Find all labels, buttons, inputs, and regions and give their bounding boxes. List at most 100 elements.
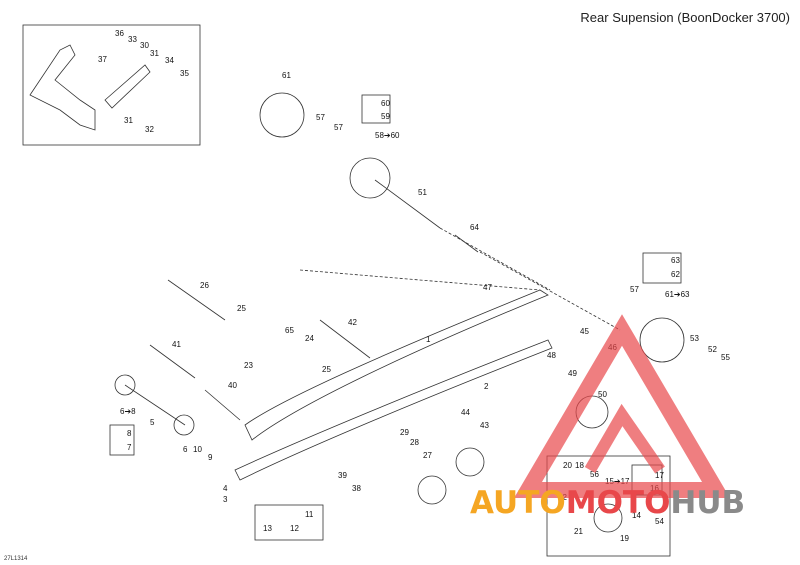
callout-label: 17 bbox=[655, 471, 664, 480]
wheel-6 bbox=[114, 374, 136, 396]
callout-label: 53 bbox=[690, 334, 699, 343]
wheel-left-27 bbox=[417, 475, 447, 505]
callout-label: 34 bbox=[165, 56, 174, 65]
callout-label: 28 bbox=[410, 438, 419, 447]
rail-left bbox=[244, 289, 549, 441]
callout-label: 49 bbox=[568, 369, 577, 378]
wheel-21 bbox=[593, 503, 623, 533]
callout-label: 21 bbox=[574, 527, 583, 536]
watermark-text-auto: AUTOMOTOHUB bbox=[470, 485, 745, 521]
callout-label: 64 bbox=[470, 223, 479, 232]
inset-box-upper-arm bbox=[22, 24, 201, 146]
callout-label: 61➔63 bbox=[665, 290, 690, 299]
callout-label: 13 bbox=[263, 524, 272, 533]
inset-box-wheel-option bbox=[546, 455, 671, 557]
callout-labels: 363330373134353132615757605958➔605164636… bbox=[98, 29, 730, 543]
callout-label: 5 bbox=[150, 418, 155, 427]
shaft-26 bbox=[167, 279, 226, 321]
callout-label: 63 bbox=[671, 256, 680, 265]
callout-label: 56 bbox=[590, 470, 599, 479]
callout-label: 38 bbox=[352, 484, 361, 493]
callout-label: 10 bbox=[193, 445, 202, 454]
callout-label: 3 bbox=[223, 495, 228, 504]
callout-label: 57 bbox=[630, 285, 639, 294]
shaft-5 bbox=[124, 384, 186, 426]
callout-label: 59 bbox=[381, 112, 390, 121]
shaft-41 bbox=[149, 344, 196, 379]
drawing-code: 27L1314 bbox=[4, 556, 28, 562]
callout-label: 44 bbox=[461, 408, 470, 417]
callout-label: 65 bbox=[285, 326, 294, 335]
callout-label: 55 bbox=[721, 353, 730, 362]
callout-label: 57 bbox=[316, 113, 325, 122]
inset-box-59 bbox=[361, 94, 391, 124]
inset-box-62 bbox=[642, 252, 682, 284]
upper-arm-part bbox=[29, 44, 96, 131]
callout-label: 1 bbox=[426, 335, 431, 344]
callout-label: 51 bbox=[418, 188, 427, 197]
callout-label: 58➔60 bbox=[375, 131, 400, 140]
callout-label: 30 bbox=[140, 41, 149, 50]
page-title: Rear Supension (BoonDocker 3700) bbox=[580, 10, 790, 25]
idler-wheel-61 bbox=[259, 92, 305, 138]
callout-label: 31 bbox=[124, 116, 133, 125]
callout-label: 40 bbox=[228, 381, 237, 390]
callout-label: 7 bbox=[127, 443, 132, 452]
callout-label: 32 bbox=[145, 125, 154, 134]
callout-label: 27 bbox=[423, 451, 432, 460]
watermark-triangle-icon bbox=[514, 314, 730, 498]
callout-label: 39 bbox=[338, 471, 347, 480]
callout-label: 52 bbox=[708, 345, 717, 354]
callout-label: 61 bbox=[282, 71, 291, 80]
callout-label: 6 bbox=[183, 445, 188, 454]
callout-label: 8 bbox=[127, 429, 132, 438]
callout-label: 41 bbox=[172, 340, 181, 349]
callout-label: 11 bbox=[305, 510, 314, 519]
callout-label: 62 bbox=[671, 270, 680, 279]
callout-label: 9 bbox=[208, 453, 213, 462]
callout-label: 23 bbox=[244, 361, 253, 370]
shaft-64 bbox=[454, 234, 479, 253]
wheel-6-right bbox=[173, 414, 195, 436]
idler-wheel-58 bbox=[349, 157, 391, 199]
callout-label: 24 bbox=[305, 334, 314, 343]
callout-label: 48 bbox=[547, 351, 556, 360]
callout-label: 4 bbox=[223, 484, 228, 493]
callout-label: 15➔17 bbox=[605, 477, 630, 486]
callout-label: 60 bbox=[381, 99, 390, 108]
callout-label: 12 bbox=[290, 524, 299, 533]
callout-label: 33 bbox=[128, 35, 137, 44]
idler-wheel-61-63 bbox=[639, 317, 685, 363]
upper-arm-link bbox=[104, 64, 151, 109]
callout-label: 14 bbox=[632, 511, 641, 520]
callout-label: 2 bbox=[484, 382, 489, 391]
callout-label: 25 bbox=[322, 365, 331, 374]
callout-label: 18 bbox=[575, 461, 584, 470]
callout-label: 20 bbox=[563, 461, 572, 470]
callout-label: 19 bbox=[620, 534, 629, 543]
callout-label: 6➔8 bbox=[120, 407, 136, 416]
callout-label: 26 bbox=[200, 281, 209, 290]
callout-label: 37 bbox=[98, 55, 107, 64]
callout-label: 43 bbox=[480, 421, 489, 430]
callout-label: 57 bbox=[334, 123, 343, 132]
shaft-51 bbox=[374, 179, 441, 229]
shaft-42 bbox=[319, 319, 371, 359]
callout-label: 50 bbox=[598, 390, 607, 399]
callout-label: 29 bbox=[400, 428, 409, 437]
callout-label: 36 bbox=[115, 29, 124, 38]
watermark-logo: AUTOMOTOHUB bbox=[470, 314, 745, 521]
leader-line bbox=[299, 227, 621, 331]
callout-label: 31 bbox=[150, 49, 159, 58]
callout-label: 35 bbox=[180, 69, 189, 78]
wheel-27 bbox=[455, 447, 485, 477]
callout-label: 45 bbox=[580, 327, 589, 336]
callout-label: 25 bbox=[237, 304, 246, 313]
shaft-40 bbox=[204, 389, 241, 421]
inset-box-6 bbox=[109, 424, 135, 456]
callout-label: 42 bbox=[348, 318, 357, 327]
inset-box-small bbox=[254, 504, 324, 541]
callout-label: 47 bbox=[483, 283, 492, 292]
callout-label: 54 bbox=[655, 517, 664, 526]
